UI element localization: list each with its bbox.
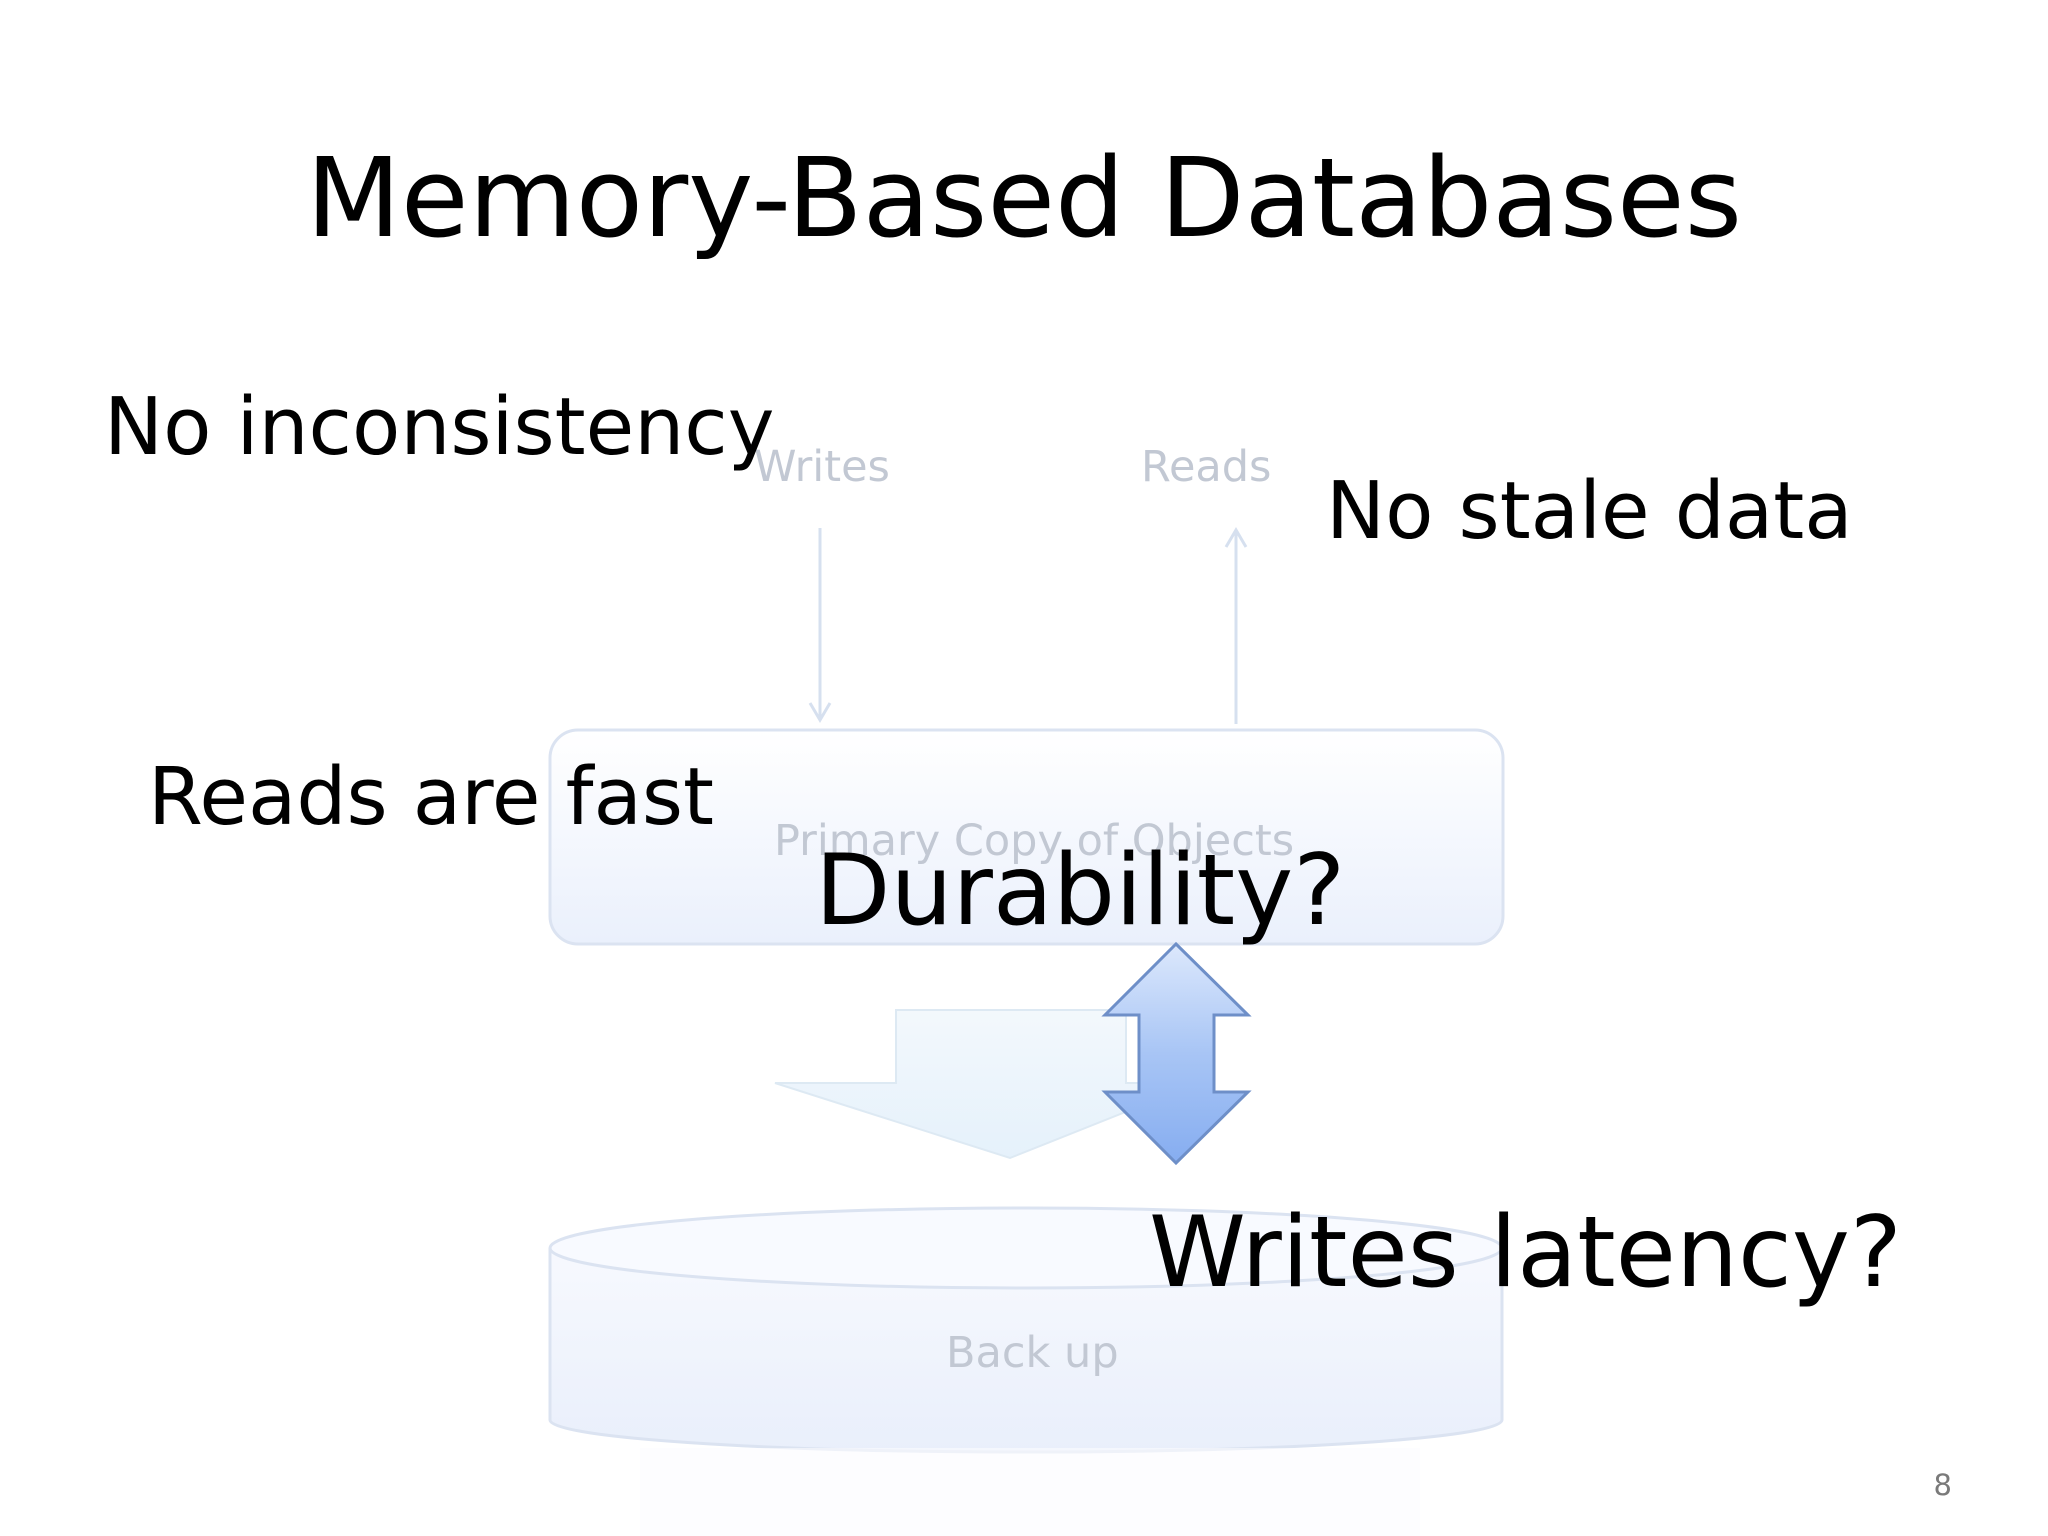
durability-latency-arrow [1101,941,1252,1166]
writes-latency-question: Writes latency? [1149,1196,1902,1310]
reads-arrow [1224,527,1248,724]
backup-cylinder [548,1206,1504,1536]
slide-title: Memory-Based Databases [305,134,1742,262]
primary-copy-label: Primary Copy of Objects [774,816,1295,866]
no-inconsistency-note: No inconsistency [104,381,775,473]
reads-fast-note: Reads are fast [148,751,714,843]
writes-label: Writes [754,442,890,492]
no-stale-data-note: No stale data [1326,465,1853,557]
primary-copy-box [548,728,1505,946]
writes-arrow [808,528,832,723]
durability-question: Durability? [815,834,1346,948]
slide-number: 8 [1933,1468,1952,1502]
backup-label: Back up [946,1328,1119,1378]
replication-block-arrow [774,1009,1199,1160]
reads-label: Reads [1141,442,1272,492]
